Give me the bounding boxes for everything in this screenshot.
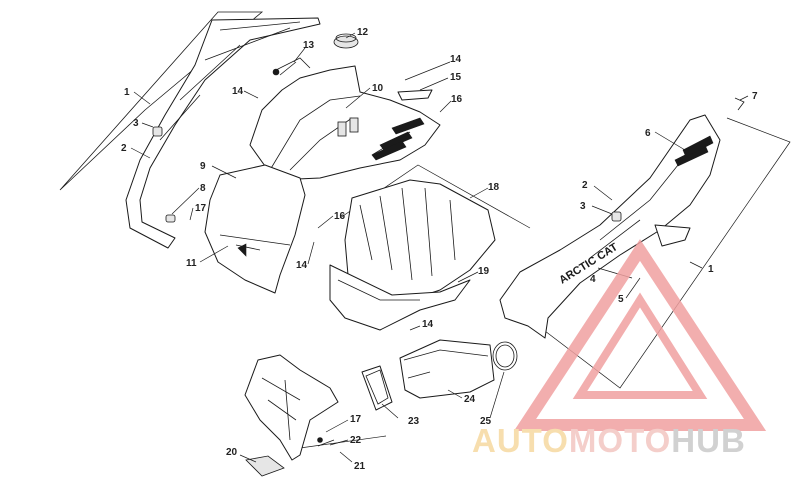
callout-4: 4 (590, 274, 596, 285)
callout-16-hood: 16 (451, 94, 463, 105)
callout-3-right: 3 (580, 201, 586, 212)
callout-24: 24 (464, 394, 476, 405)
callout-18: 18 (488, 182, 500, 193)
callout-6: 6 (645, 128, 651, 139)
callout-14-bin: 14 (422, 319, 434, 330)
storage-bin (329, 164, 531, 331)
callout-25: 25 (480, 416, 492, 427)
callout-1-right: 1 (708, 264, 714, 275)
callout-15: 15 (450, 72, 462, 83)
callout-2-left: 2 (121, 143, 127, 154)
callout-17-upper: 17 (195, 203, 207, 214)
left-side-panel (59, 11, 321, 249)
callout-14-nose: 14 (296, 260, 308, 271)
callout-7: 7 (752, 91, 758, 102)
callouts: 1 2 3 4 5 6 7 8 9 10 11 12 13 14 14 14 1… (121, 27, 758, 472)
svg-text:AUTOMOTOHUB: AUTOMOTOHUB (472, 422, 746, 459)
air-intake-assembly (244, 339, 518, 477)
watermark-word-auto: AUTO (472, 422, 569, 459)
callout-12: 12 (357, 27, 369, 38)
callout-21: 21 (354, 461, 366, 472)
callout-11: 11 (186, 258, 197, 269)
right-side-panel (499, 97, 791, 389)
callout-1-left: 1 (124, 87, 130, 98)
callout-8: 8 (200, 183, 206, 194)
callout-20: 20 (226, 447, 238, 458)
hood-assembly (249, 33, 441, 181)
callout-3-left: 3 (133, 118, 139, 129)
callout-17-lower: 17 (350, 414, 362, 425)
callout-23: 23 (408, 416, 420, 427)
watermark-word-moto: MOTO (569, 422, 671, 459)
callout-10: 10 (372, 83, 384, 94)
callout-22: 22 (350, 435, 362, 446)
callout-5: 5 (618, 294, 624, 305)
watermark-logo (513, 239, 767, 431)
lower-nose-cone (204, 164, 306, 294)
callout-14-hood-left: 14 (232, 86, 244, 97)
callout-2-right: 2 (582, 180, 588, 191)
watermark: AUTOMOTOHUB (472, 239, 767, 459)
callout-13: 13 (303, 40, 315, 51)
callout-16-nose: 16 (334, 211, 346, 222)
callout-9: 9 (200, 161, 206, 172)
callout-19: 19 (478, 266, 490, 277)
callout-14-hood-right: 14 (450, 54, 462, 65)
watermark-word-hub: HUB (671, 422, 746, 459)
